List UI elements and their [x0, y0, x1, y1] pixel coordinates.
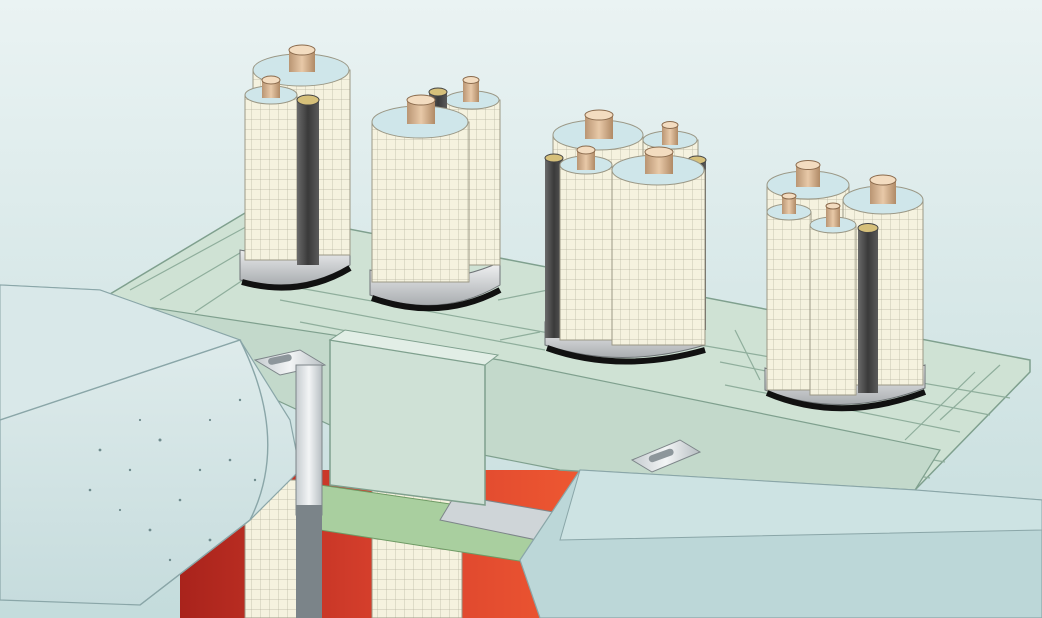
- insulation-sleeve: [611, 169, 706, 346]
- concrete-slab-left-cut: [0, 339, 269, 606]
- insulation-sleeve: [244, 94, 298, 261]
- hanger-strap-left: [253, 349, 327, 618]
- cable: [297, 100, 319, 265]
- copper-pipe: [577, 150, 595, 170]
- copper-pipe: [463, 80, 479, 102]
- copper-pipe: [645, 152, 673, 174]
- bundle-1: [239, 44, 352, 291]
- cable: [858, 228, 878, 393]
- bundle-2: [369, 76, 502, 312]
- copper-pipe: [662, 125, 678, 145]
- bundle-3: [544, 109, 707, 365]
- insulation-sleeve: [559, 164, 613, 341]
- copper-pipe: [826, 206, 840, 227]
- hanger-strap-right: [630, 439, 702, 473]
- concrete-speckles: [88, 398, 257, 562]
- insulation-sleeve: [766, 211, 812, 391]
- collar-block-top: [328, 329, 500, 366]
- copper-pipe: [782, 196, 796, 214]
- bundle-4: [764, 160, 927, 412]
- copper-pipe: [262, 80, 280, 98]
- insulation-sleeve: [371, 121, 470, 283]
- collar-block: [329, 339, 486, 506]
- insulation-sleeve: [809, 224, 857, 396]
- copper-pipe: [289, 50, 315, 72]
- cable: [545, 158, 563, 338]
- concrete-slab-right-top: [559, 469, 1042, 541]
- copper-pipe: [796, 165, 820, 187]
